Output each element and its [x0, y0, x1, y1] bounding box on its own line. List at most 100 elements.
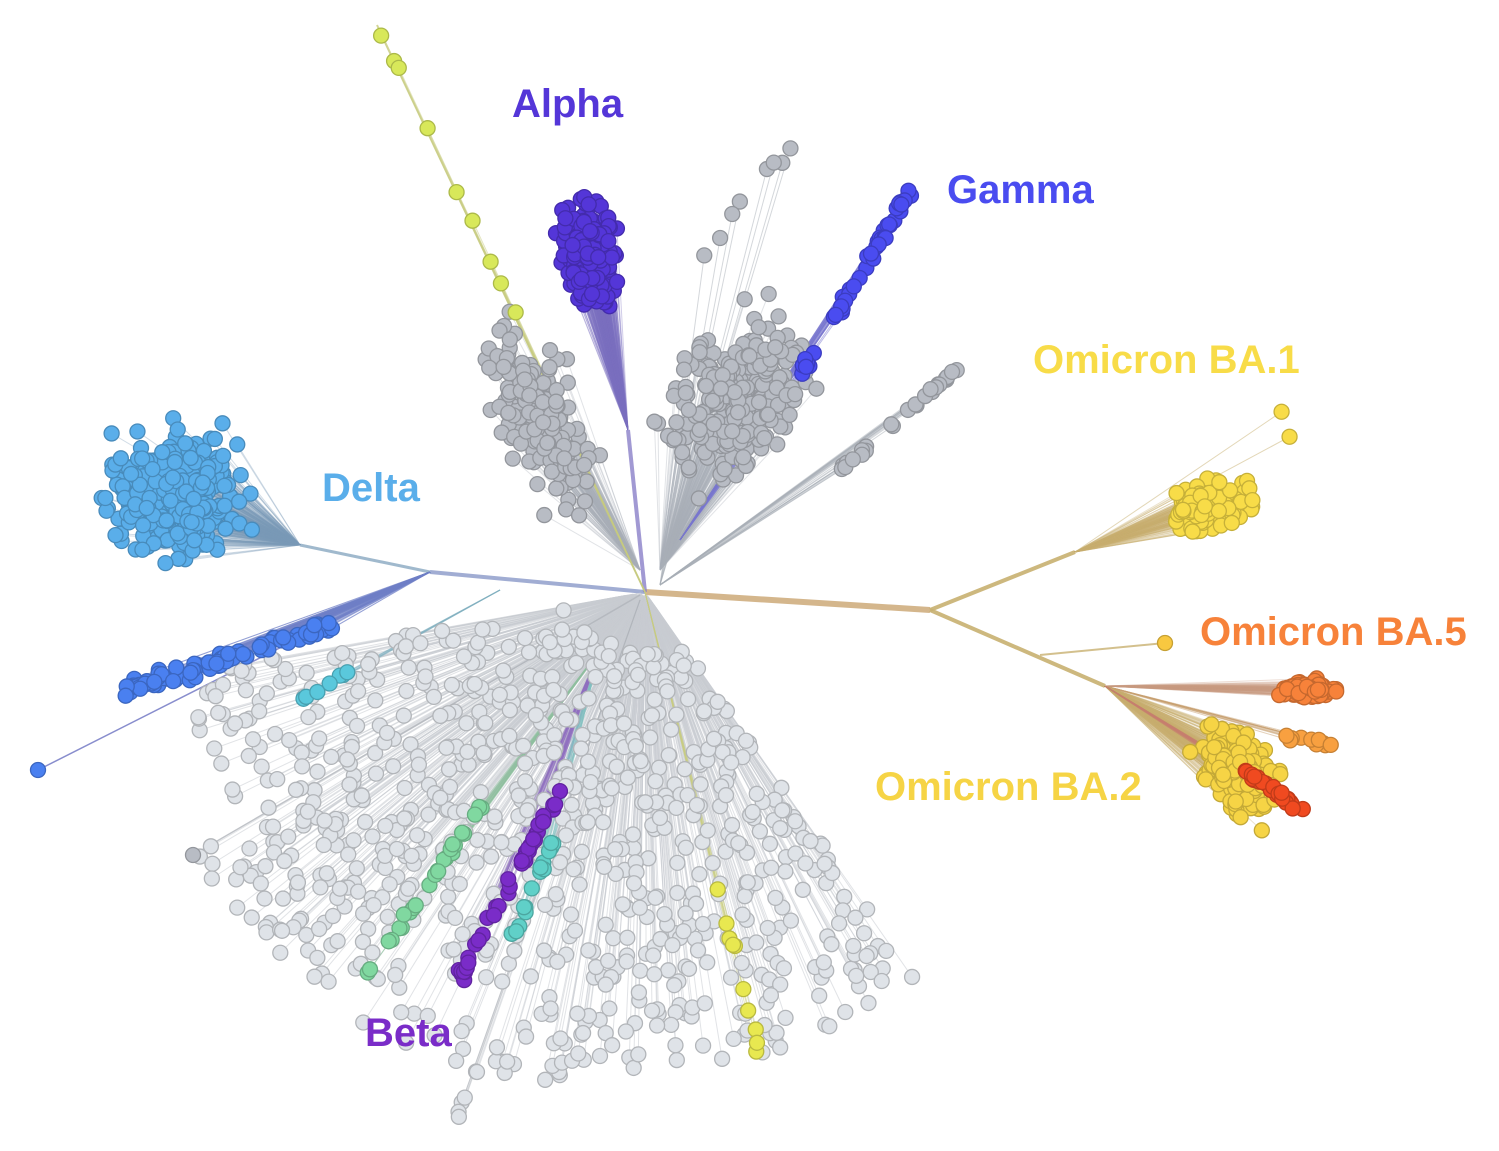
tip-node-unlabeled[interactable] [750, 319, 767, 336]
tip-node-unlabeled[interactable] [545, 681, 562, 699]
tip-node-unlabeled[interactable] [331, 880, 349, 897]
tip-node-unlabeled[interactable] [677, 905, 694, 922]
tip-node-unlabeled[interactable] [257, 858, 274, 875]
tip-node-delta[interactable] [230, 493, 248, 510]
tip-node-unlabeled[interactable] [741, 347, 758, 365]
tip-node-unlabeled[interactable] [566, 922, 584, 939]
tip-node-unlabeled[interactable] [848, 967, 865, 984]
tip-node-delta[interactable] [185, 490, 202, 507]
tip-node-delta[interactable] [243, 521, 261, 538]
tip-node-unlabeled[interactable] [546, 726, 563, 744]
tip-node-delta[interactable] [129, 423, 146, 440]
tip-node-unlabeled[interactable] [675, 361, 693, 378]
tip-node-unlabeled[interactable] [348, 860, 365, 877]
tip-node-unlabeled[interactable] [324, 907, 342, 925]
tip-node-alpha[interactable] [581, 223, 599, 240]
tip-node-yellow-green[interactable] [748, 1034, 766, 1051]
tip-node-unlabeled[interactable] [251, 703, 268, 720]
tip-node-unlabeled[interactable] [680, 401, 697, 419]
tip-node-unlabeled[interactable] [645, 947, 662, 964]
tip-node-unlabeled[interactable] [536, 896, 554, 914]
tip-node-unlabeled[interactable] [387, 966, 404, 984]
tip-node-unlabeled[interactable] [705, 416, 722, 433]
tip-node-unlabeled[interactable] [451, 875, 468, 893]
tip-node-unlabeled[interactable] [760, 406, 777, 423]
tip-node-unlabeled[interactable] [748, 785, 765, 802]
tip-node-unlabeled[interactable] [365, 896, 382, 914]
tip-node-unlabeled[interactable] [576, 493, 594, 510]
tip-node-unlabeled[interactable] [625, 875, 643, 892]
tip-node-unlabeled[interactable] [445, 941, 462, 958]
tip-node-unlabeled[interactable] [266, 725, 284, 743]
tip-node-gamma[interactable] [893, 196, 910, 213]
tip-node-unlabeled[interactable] [329, 933, 346, 950]
tip-node-unlabeled[interactable] [396, 779, 413, 797]
tip-node-unlabeled[interactable] [440, 761, 458, 778]
tip-node-unlabeled[interactable] [735, 449, 752, 466]
tip-node-unlabeled[interactable] [229, 899, 246, 916]
tip-node-unlabeled[interactable] [311, 730, 328, 747]
tip-node-unlabeled[interactable] [360, 656, 377, 673]
tip-node-unlabeled[interactable] [398, 682, 415, 700]
tip-node-unlabeled[interactable] [400, 659, 417, 676]
tip-node-unlabeled[interactable] [579, 813, 596, 831]
tip-node-delta[interactable] [97, 489, 114, 507]
tip-node-unlabeled[interactable] [356, 813, 374, 831]
tip-node-unlabeled[interactable] [603, 780, 620, 797]
tip-node-unlabeled[interactable] [323, 748, 340, 766]
tip-node-yellow-green[interactable] [724, 936, 742, 953]
tip-node-unlabeled[interactable] [688, 796, 705, 814]
tip-node-unlabeled[interactable] [501, 702, 519, 719]
tip-node-unlabeled[interactable] [557, 711, 575, 728]
tip-node-unlabeled[interactable] [468, 854, 485, 871]
tip-node-unlabeled[interactable] [341, 776, 358, 793]
tip-node-alpha[interactable] [583, 285, 601, 302]
tip-node-unlabeled[interactable] [520, 644, 538, 661]
tip-node-yellow-green[interactable] [390, 59, 407, 77]
tip-node-unlabeled[interactable] [677, 839, 694, 856]
tip-node-unlabeled[interactable] [844, 451, 861, 468]
tip-node-unlabeled[interactable] [725, 1030, 742, 1048]
tip-node-unlabeled[interactable] [614, 896, 631, 913]
tip-node-unlabeled[interactable] [541, 634, 559, 651]
tip-node-unlabeled[interactable] [320, 973, 337, 990]
tip-node-unlabeled[interactable] [739, 874, 756, 891]
tip-node-unlabeled[interactable] [339, 751, 356, 768]
tip-node-unlabeled[interactable] [468, 1063, 486, 1081]
tip-node-unlabeled[interactable] [563, 796, 580, 813]
tip-node-unlabeled[interactable] [646, 691, 663, 708]
tip-node-unlabeled[interactable] [730, 835, 747, 852]
tip-node-unlabeled[interactable] [274, 890, 292, 907]
tip-node-unlabeled[interactable] [240, 747, 257, 765]
tip-node-unlabeled[interactable] [472, 784, 490, 801]
tip-node-unlabeled[interactable] [660, 962, 677, 979]
tip-node-unlabeled[interactable] [772, 820, 789, 837]
tip-node-unlabeled[interactable] [587, 668, 604, 686]
tip-node-unlabeled[interactable] [690, 490, 708, 507]
tip-node-unlabeled[interactable] [695, 703, 713, 720]
tip-node-unlabeled[interactable] [823, 936, 840, 953]
tip-node-unlabeled[interactable] [637, 794, 654, 811]
tip-node-unlabeled[interactable] [648, 1017, 666, 1034]
tip-node-unlabeled[interactable] [662, 721, 680, 738]
tip-node-unlabeled[interactable] [618, 953, 635, 970]
tip-node-delta[interactable] [214, 415, 231, 432]
tip-node-unlabeled[interactable] [650, 759, 668, 776]
tip-node-unlabeled[interactable] [762, 859, 780, 876]
tip-node-unlabeled[interactable] [675, 657, 692, 674]
tip-node-unlabeled[interactable] [836, 888, 853, 905]
tip-node-unlabeled[interactable] [522, 968, 540, 985]
tip-node-unlabeled[interactable] [309, 763, 326, 780]
tip-node-unlabeled[interactable] [624, 826, 642, 843]
tip-node-unlabeled[interactable] [605, 930, 622, 947]
tip-node-unlabeled[interactable] [547, 393, 565, 410]
tip-node-unlabeled[interactable] [860, 994, 877, 1012]
tip-node-unlabeled[interactable] [576, 624, 593, 641]
tip-node-unlabeled[interactable] [443, 676, 461, 694]
tip-node-unlabeled[interactable] [534, 414, 552, 431]
tip-node-unlabeled[interactable] [878, 942, 895, 960]
tip-node-unlabeled[interactable] [379, 908, 396, 926]
tip-node-unlabeled[interactable] [438, 739, 455, 756]
tip-node-delta[interactable] [103, 425, 120, 442]
tip-node-unlabeled[interactable] [258, 924, 275, 941]
